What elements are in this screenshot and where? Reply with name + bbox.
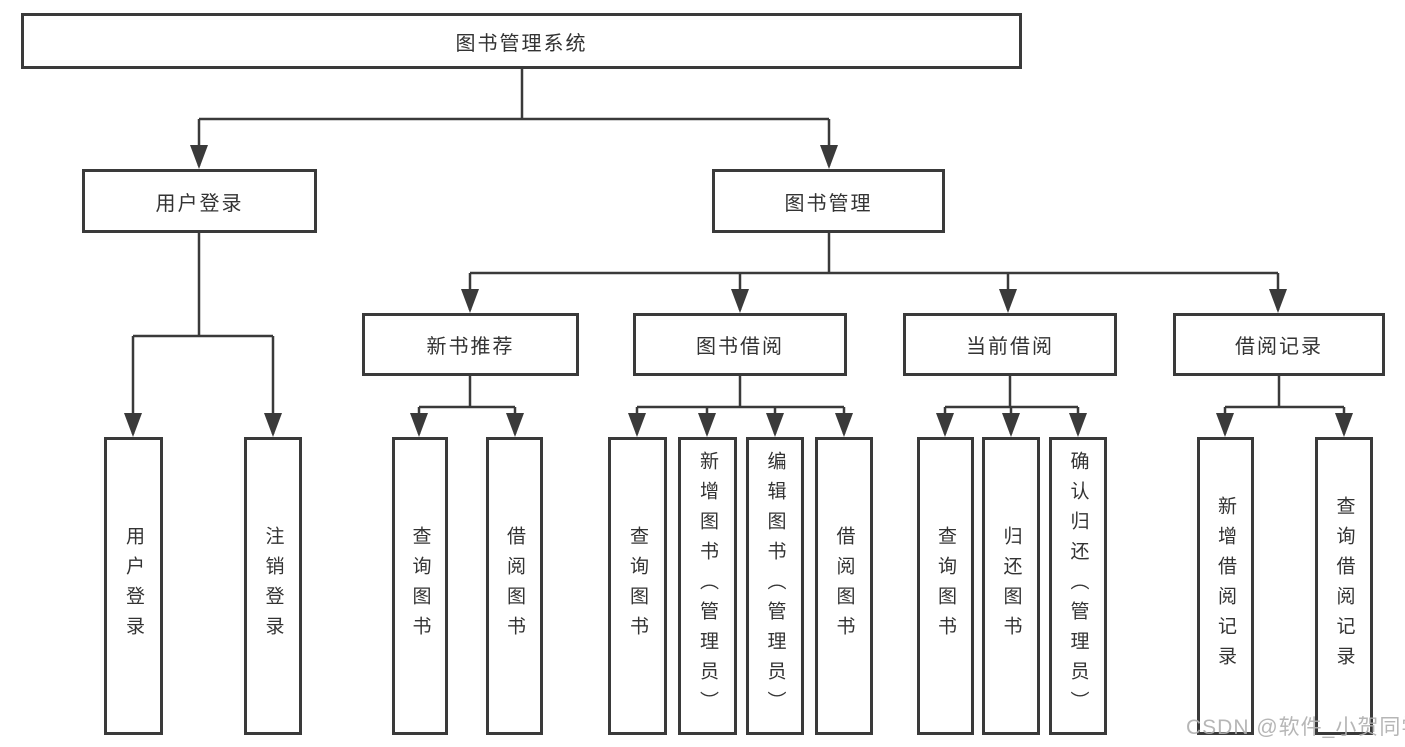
watermark: CSDN @软件_小贺同学 <box>1186 716 1405 739</box>
leaf-add-borrow-record: 新增借阅记录 <box>1197 437 1254 735</box>
node-label: 查询图书 <box>627 526 648 646</box>
node-book-borrow: 图书借阅 <box>633 313 847 376</box>
node-label: 当前借阅 <box>966 336 1054 358</box>
node-label: 图书管理系统 <box>455 32 588 55</box>
node-label: 查询图书 <box>935 526 956 646</box>
node-label: 借阅记录 <box>1235 336 1323 358</box>
node-label: 新增借阅记录 <box>1215 496 1236 676</box>
leaf-query-borrow-record: 查询借阅记录 <box>1315 437 1373 735</box>
node-user-login: 用户登录 <box>82 169 317 233</box>
node-label: 新书推荐 <box>426 336 515 358</box>
connector-book-management-to-level3 <box>461 233 1287 313</box>
node-label: 借阅图书 <box>833 526 855 646</box>
node-label: 用户登录 <box>155 192 244 215</box>
node-label: 查询借阅记录 <box>1333 496 1355 676</box>
node-label: 用户登录 <box>123 526 144 646</box>
node-label: 借阅图书 <box>504 526 525 646</box>
node-label: 注销登录 <box>262 526 284 646</box>
leaf-query-books-current: 查询图书 <box>917 437 974 735</box>
node-borrow-records: 借阅记录 <box>1173 313 1385 376</box>
connector-user-login-to-leaves <box>124 233 282 437</box>
node-label: 编辑图书（管理员） <box>764 451 786 721</box>
node-label: 归还图书 <box>1000 526 1022 646</box>
node-label: 图书管理 <box>784 192 873 215</box>
leaf-return-books: 归还图书 <box>982 437 1040 735</box>
node-book-management-system: 图书管理系统 <box>21 13 1022 69</box>
leaf-query-books-recommend: 查询图书 <box>392 437 448 735</box>
leaf-confirm-return-admin: 确认归还（管理员） <box>1049 437 1107 735</box>
connector-book-borrow-to-leaves <box>628 376 853 437</box>
connector-current-borrow-to-leaves <box>936 376 1087 437</box>
leaf-borrow-books: 借阅图书 <box>815 437 873 735</box>
connector-borrow-records-to-leaves <box>1216 376 1353 437</box>
leaf-add-books-admin: 新增图书（管理员） <box>678 437 737 735</box>
leaf-borrow-books-recommend: 借阅图书 <box>486 437 543 735</box>
node-label: 图书借阅 <box>696 336 784 358</box>
leaf-query-books-borrow: 查询图书 <box>608 437 667 735</box>
connector-root-to-level2 <box>190 69 838 169</box>
leaf-user-login: 用户登录 <box>104 437 163 735</box>
connector-new-book-to-leaves <box>410 376 524 437</box>
leaf-logout: 注销登录 <box>244 437 302 735</box>
node-label: 查询图书 <box>409 526 431 646</box>
node-new-book-recommend: 新书推荐 <box>362 313 579 376</box>
node-book-management: 图书管理 <box>712 169 945 233</box>
node-label: 新增图书（管理员） <box>697 451 718 721</box>
leaf-edit-books-admin: 编辑图书（管理员） <box>746 437 804 735</box>
node-label: 确认归还（管理员） <box>1067 451 1089 721</box>
node-current-borrow: 当前借阅 <box>903 313 1117 376</box>
